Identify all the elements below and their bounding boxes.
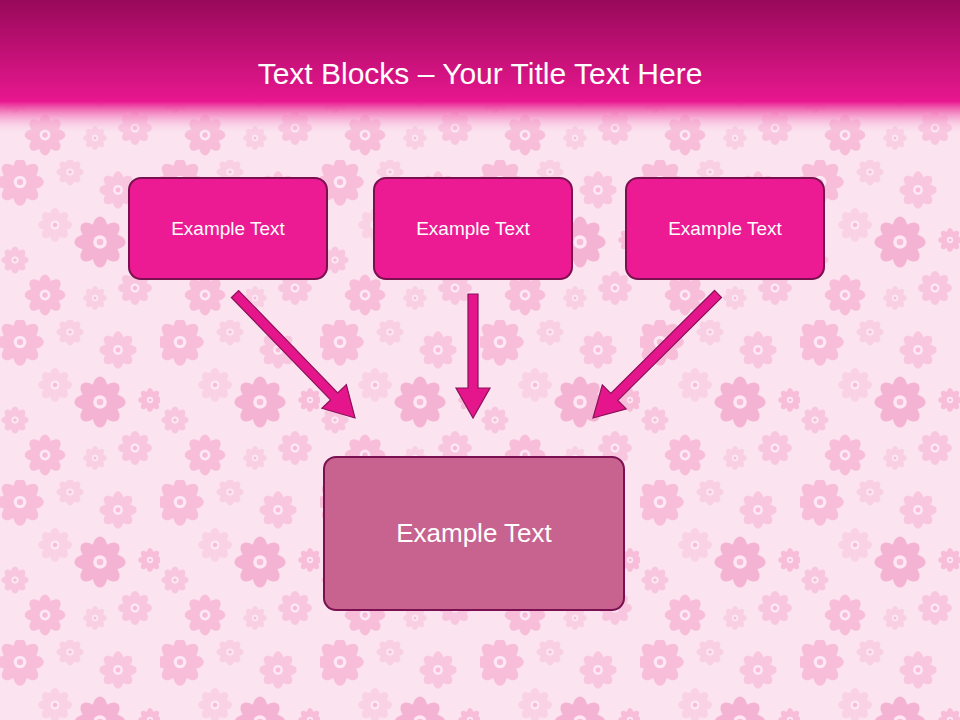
header-band [0, 0, 960, 135]
block-text: Example Text [396, 518, 552, 549]
block-text: Example Text [416, 218, 530, 240]
slide-title: Text Blocks – Your Title Text Here [0, 52, 960, 96]
block-arrow [593, 290, 722, 418]
block-arrow [456, 294, 490, 418]
block-text: Example Text [668, 218, 782, 240]
block-arrow [231, 291, 355, 418]
text-block: Example Text [323, 456, 625, 611]
block-text: Example Text [171, 218, 285, 240]
text-block: Example Text [625, 177, 825, 280]
text-block: Example Text [128, 177, 328, 280]
text-block: Example Text [373, 177, 573, 280]
